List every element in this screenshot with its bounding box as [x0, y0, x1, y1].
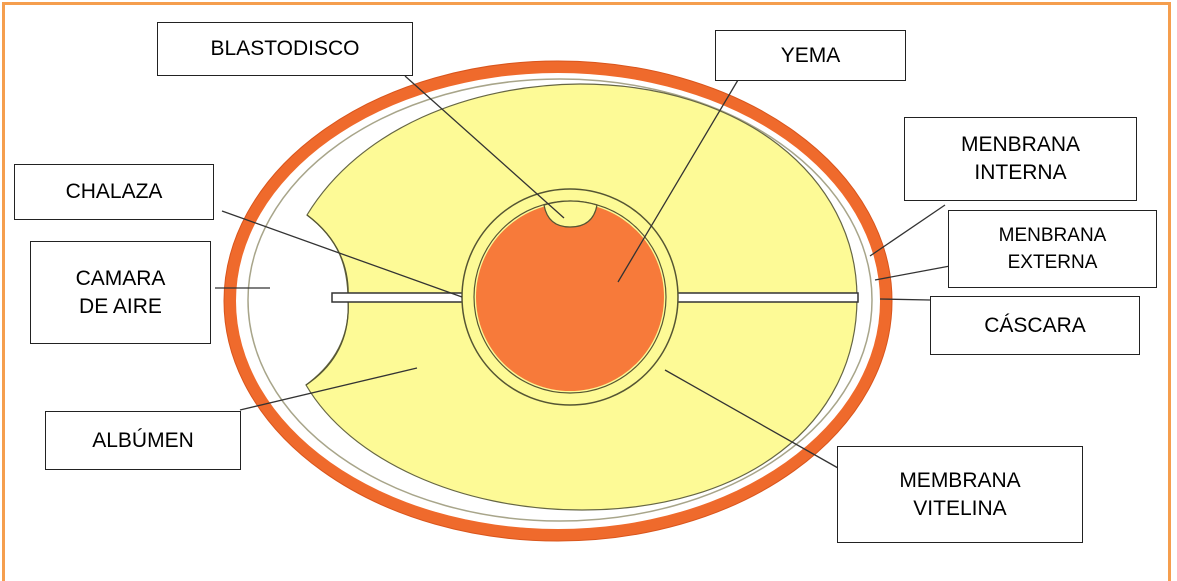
yolk [476, 203, 664, 391]
label-membrana-externa: MENBRANA EXTERNA [948, 210, 1157, 288]
chalaza-left [332, 293, 464, 302]
label-camara-de-aire: CAMARA DE AIRE [30, 241, 211, 344]
label-membrana-interna: MENBRANA INTERNA [904, 117, 1137, 201]
label-albumen: ALBÚMEN [45, 411, 241, 470]
leader-membrana-interna [870, 205, 945, 256]
label-yema: YEMA [715, 30, 906, 81]
label-chalaza: CHALAZA [14, 164, 214, 220]
label-blastodisco: BLASTODISCO [157, 22, 413, 76]
label-cascara: CÁSCARA [930, 296, 1140, 355]
chalaza-right [664, 293, 858, 302]
label-membrana-vitelina: MEMBRANA VITELINA [837, 446, 1083, 543]
